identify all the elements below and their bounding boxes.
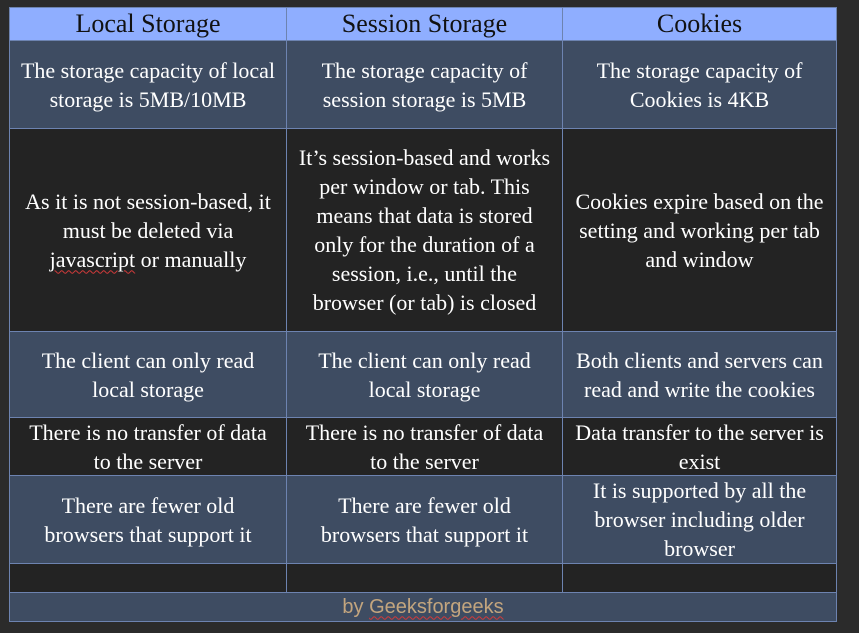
footer-credit: by Geeksforgeeks	[342, 596, 503, 619]
header-session-storage: Session Storage	[286, 8, 562, 40]
table-row-empty	[10, 563, 836, 592]
table-cell	[562, 564, 836, 592]
table-cell: It’s session-based and works per window …	[286, 129, 562, 331]
table-row: The storage capacity of local storage is…	[10, 40, 836, 128]
table-row: The client can only read local storage T…	[10, 331, 836, 417]
comparison-table: Local Storage Session Storage Cookies Th…	[9, 7, 837, 622]
table-row: There are fewer old browsers that suppor…	[10, 475, 836, 563]
cell-text: As it is not session-based, it must be d…	[20, 187, 276, 274]
header-local-storage: Local Storage	[75, 9, 221, 38]
table-cell: The storage capacity of local storage is…	[20, 57, 276, 112]
table-cell: There are fewer old browsers that suppor…	[44, 492, 252, 547]
cell-text-tail: or manually	[135, 246, 247, 272]
table-cell: Both clients and servers can read and wr…	[562, 332, 836, 417]
table-cell: Cookies expire based on the setting and …	[562, 129, 836, 331]
table-row: As it is not session-based, it must be d…	[10, 128, 836, 331]
table-cell: There is no transfer of data to the serv…	[29, 419, 267, 474]
table-cell: The client can only read local storage	[286, 332, 562, 417]
table-cell: The storage capacity of Cookies is 4KB	[562, 41, 836, 128]
table-row: There is no transfer of data to the serv…	[10, 417, 836, 475]
table-cell	[10, 564, 286, 592]
table-cell	[286, 564, 562, 592]
footer-brand: Geeksforgeeks	[369, 595, 504, 618]
table-footer: by Geeksforgeeks	[10, 592, 836, 621]
table-cell: It is supported by all the browser inclu…	[562, 476, 836, 563]
cell-text-lead: As it is not session-based, it must be d…	[25, 188, 271, 243]
footer-prefix: by	[342, 595, 370, 618]
table-cell: Data transfer to the server is exist	[562, 418, 836, 475]
table-header-row: Local Storage Session Storage Cookies	[10, 8, 836, 40]
misspelled-word: javascript	[49, 246, 136, 272]
header-cookies: Cookies	[562, 8, 836, 40]
table-cell: The storage capacity of session storage …	[286, 41, 562, 128]
table-cell: As it is not session-based, it must be d…	[10, 129, 286, 331]
table-cell: There are fewer old browsers that suppor…	[286, 476, 562, 563]
table-cell: The client can only read local storage	[41, 347, 255, 402]
table-cell: There is no transfer of data to the serv…	[286, 418, 562, 475]
